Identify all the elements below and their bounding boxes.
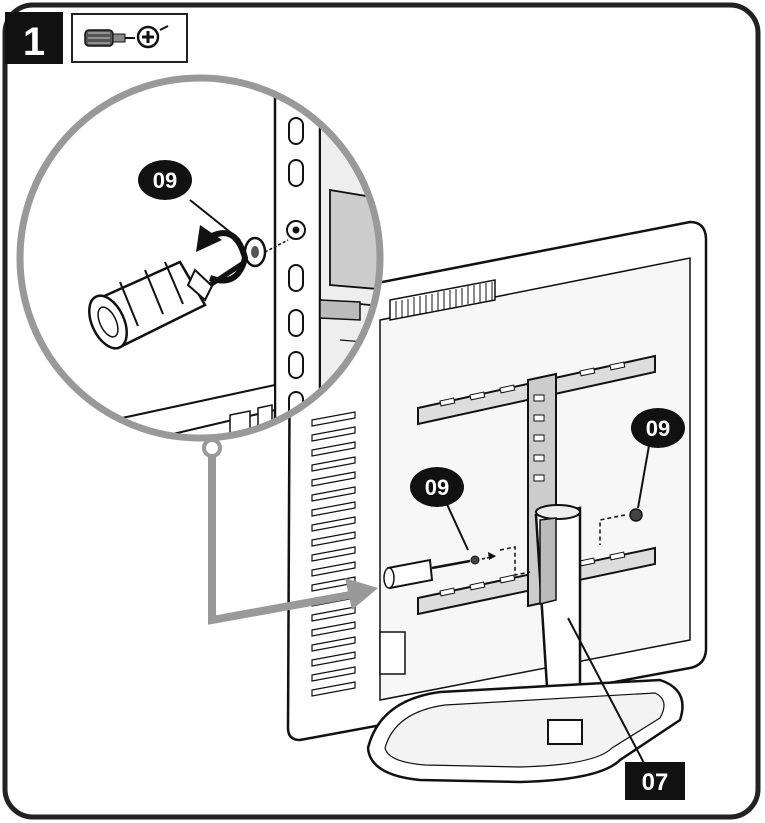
rear-port [379, 631, 406, 675]
direction-arrow [208, 450, 378, 625]
magnifier-anchor [202, 438, 222, 458]
part-callout-09-left: 09 [410, 467, 469, 551]
screwdriver-small [383, 552, 497, 590]
part-callout-07: 07 [567, 617, 685, 800]
phillips-screwdriver-icon [84, 25, 169, 49]
rotate-arrow-icon [196, 225, 249, 284]
callout-09-detail-text: 09 [153, 168, 177, 193]
tool-box [71, 13, 188, 63]
callout-09-left-text: 09 [425, 475, 449, 500]
callout-07-text: 07 [642, 769, 669, 796]
part-callout-09-detail: 09 [138, 160, 192, 200]
detail-magnifier [16, 74, 384, 442]
guide-dashes [499, 514, 626, 576]
screw-right [629, 508, 643, 522]
screwdriver-large [88, 259, 247, 350]
step-number: 1 [23, 20, 45, 64]
callout-09-right-text: 09 [646, 416, 670, 441]
stand-base [366, 678, 684, 784]
top-vent [389, 279, 496, 321]
part-callout-09-right: 09 [631, 408, 685, 509]
step-badge: 1 [5, 12, 63, 64]
